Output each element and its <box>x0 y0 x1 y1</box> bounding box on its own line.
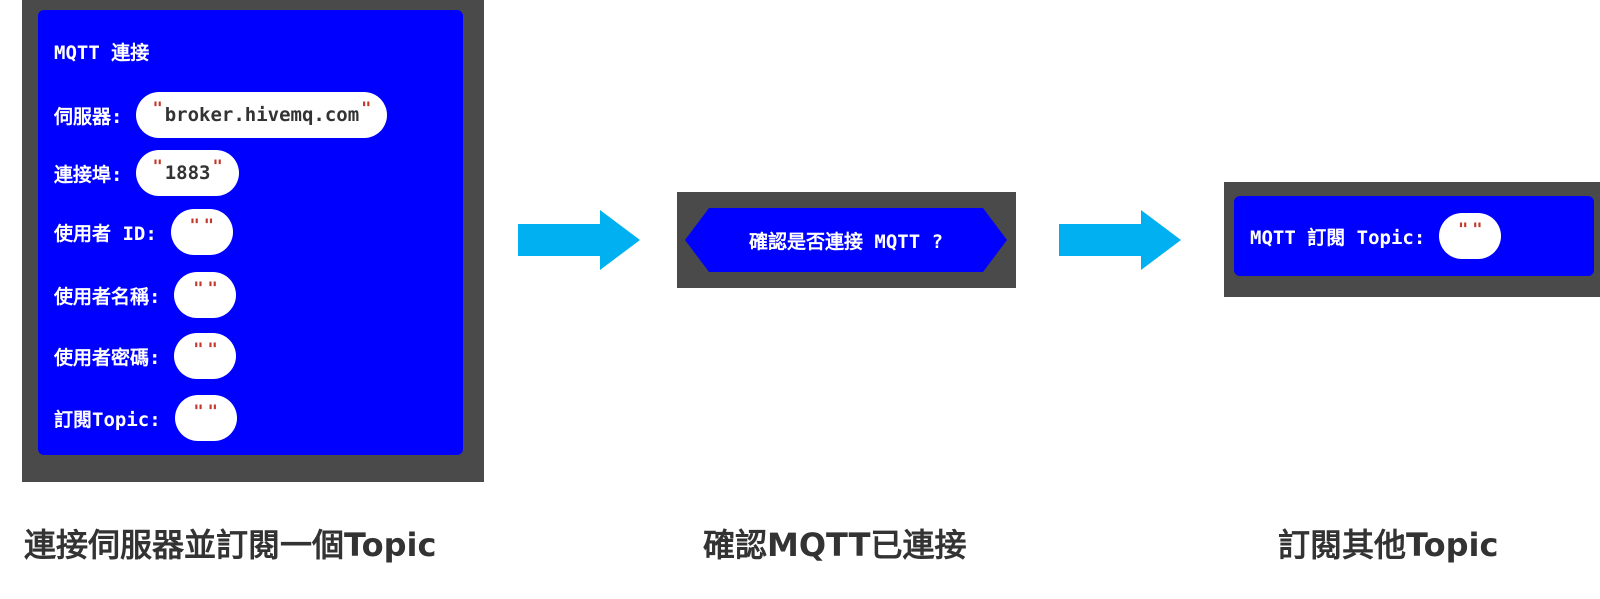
caption-check: 確認MQTT已連接 <box>703 526 967 564</box>
mqtt-connect-block[interactable]: MQTT 連接 伺服器: " broker.hivemq.com " 連接埠: … <box>38 10 463 455</box>
server-row: 伺服器: " broker.hivemq.com " <box>54 92 388 138</box>
subscribe-topic-input[interactable]: " " <box>1439 213 1502 259</box>
subscribe-label: MQTT 訂閱 Topic: <box>1250 226 1426 249</box>
quote-open: " <box>152 99 163 119</box>
server-label: 伺服器: <box>54 105 123 128</box>
mqtt-check-panel: 確認是否連接 MQTT ? <box>677 192 1016 288</box>
username-label: 使用者名稱: <box>54 285 161 308</box>
quote-open: " <box>193 279 204 299</box>
username-row: 使用者名稱: " " <box>54 272 237 318</box>
password-row: 使用者密碼: " " <box>54 333 237 379</box>
caption-connect: 連接伺服器並訂閱一個Topic <box>24 526 437 564</box>
user-id-input[interactable]: " " <box>170 209 233 255</box>
quote-open: " <box>1458 220 1469 240</box>
username-input[interactable]: " " <box>174 272 237 318</box>
mqtt-subscribe-block[interactable]: MQTT 訂閱 Topic: " " <box>1234 196 1594 276</box>
topic-row: 訂閱Topic: " " <box>54 395 237 441</box>
user-id-row: 使用者 ID: " " <box>54 209 233 255</box>
block-title: MQTT 連接 <box>54 41 150 64</box>
port-value: 1883 <box>164 162 211 184</box>
subscribe-row: MQTT 訂閱 Topic: " " <box>1250 213 1502 259</box>
password-input[interactable]: " " <box>174 333 237 379</box>
quote-close: " <box>361 99 372 119</box>
quote-close: " <box>212 157 223 177</box>
quote-close: " <box>207 279 218 299</box>
mqtt-connect-panel: MQTT 連接 伺服器: " broker.hivemq.com " 連接埠: … <box>22 0 484 482</box>
quote-open: " <box>193 402 204 422</box>
caption-subscribe: 訂閱其他Topic <box>1278 526 1499 564</box>
quote-open: " <box>193 340 204 360</box>
quote-close: " <box>207 340 218 360</box>
server-value: broker.hivemq.com <box>164 104 360 126</box>
topic-input[interactable]: " " <box>174 395 237 441</box>
quote-close: " <box>1472 220 1483 240</box>
port-label: 連接埠: <box>54 163 123 186</box>
mqtt-subscribe-panel: MQTT 訂閱 Topic: " " <box>1224 182 1600 297</box>
mqtt-check-block[interactable] <box>685 208 1007 272</box>
quote-close: " <box>203 216 215 236</box>
quote-open: " <box>152 157 163 177</box>
arrow-right-icon <box>518 210 640 270</box>
port-input[interactable]: " 1883 " <box>136 150 239 196</box>
server-input[interactable]: " broker.hivemq.com " <box>136 92 388 138</box>
quote-open: " <box>189 216 200 236</box>
topic-label: 訂閱Topic: <box>54 408 161 431</box>
mqtt-check-label: 確認是否連接 MQTT ? <box>748 230 944 253</box>
password-label: 使用者密碼: <box>54 346 161 369</box>
user-id-label: 使用者 ID: <box>54 222 157 245</box>
arrow-right-icon <box>1059 210 1181 270</box>
port-row: 連接埠: " 1883 " <box>54 150 239 196</box>
quote-close: " <box>207 402 218 422</box>
